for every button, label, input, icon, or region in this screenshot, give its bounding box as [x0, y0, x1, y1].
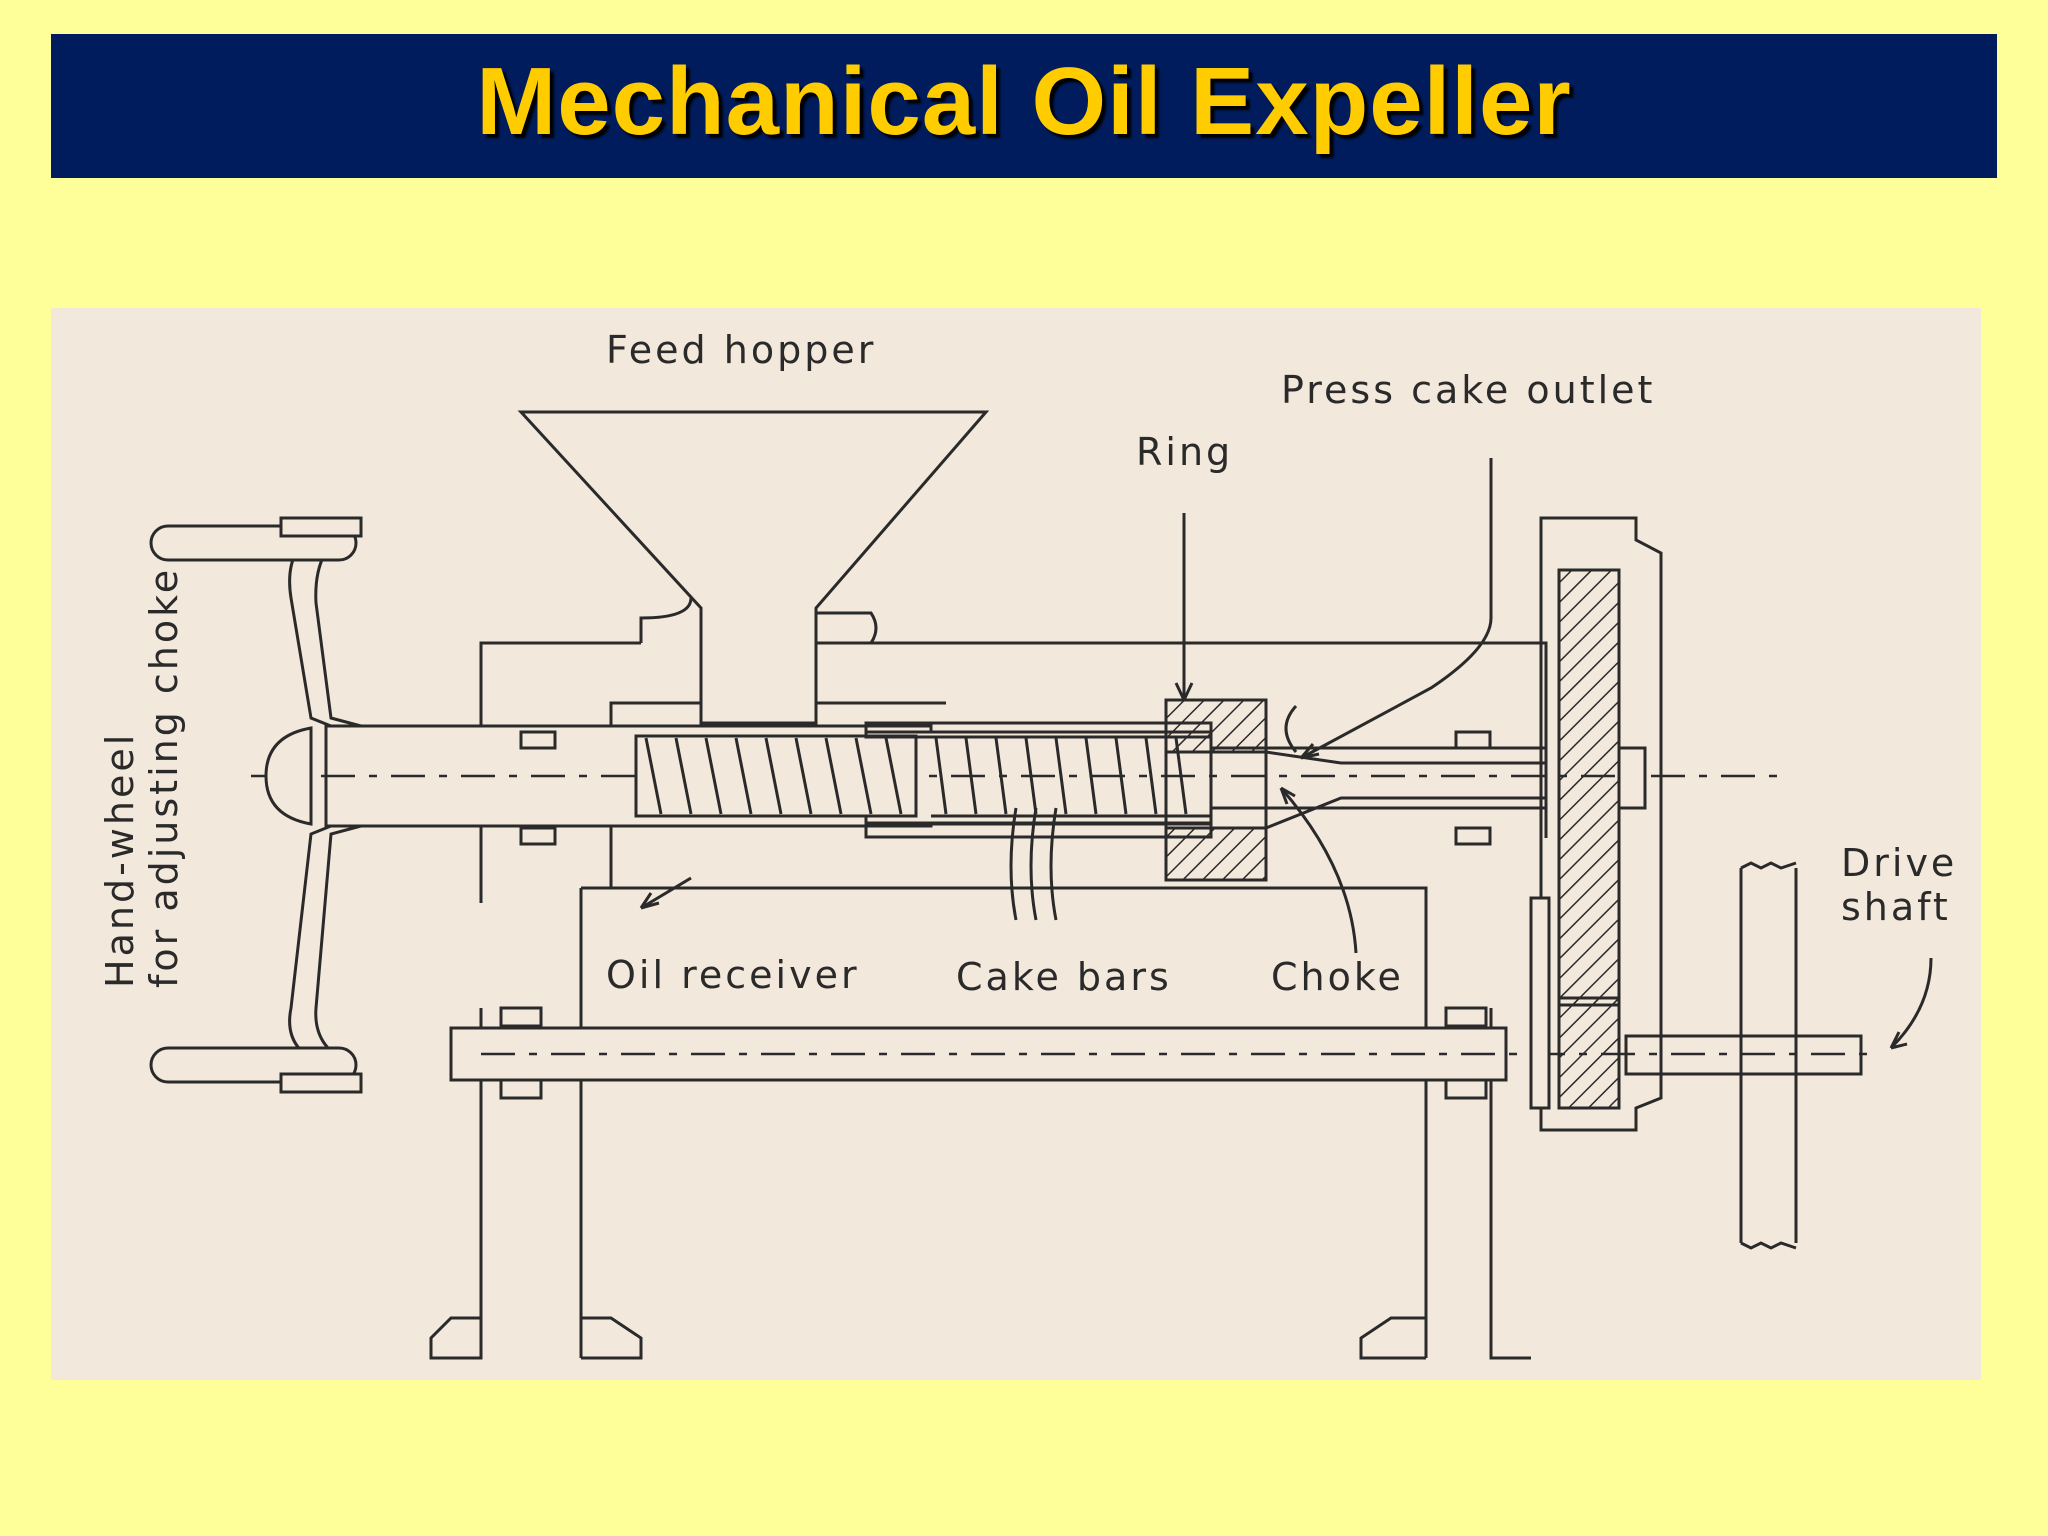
- bearing-blocks: [499, 730, 1492, 1100]
- label-hand-wheel: Hand-wheel: [98, 732, 142, 988]
- feed-hopper: [517, 410, 990, 725]
- diagram-panel: Feed hopper Press cake outlet Ring Oil r…: [51, 308, 1981, 1380]
- expeller-diagram: Feed hopper Press cake outlet Ring Oil r…: [98, 328, 1957, 1360]
- ring: [1164, 698, 1268, 882]
- page-title: Mechanical Oil Expeller: [476, 48, 1572, 155]
- choke: [1265, 704, 1546, 830]
- label-oil-receiver: Oil receiver: [606, 953, 860, 997]
- oil-receiver-box: [429, 886, 1531, 1360]
- label-press-cake-outlet: Press cake outlet: [1281, 368, 1655, 412]
- screw-worm: [634, 734, 1188, 818]
- label-shaft: shaft: [1841, 885, 1951, 929]
- label-hand-wheel-purpose: for adjusting choke: [142, 567, 186, 988]
- label-feed-hopper: Feed hopper: [606, 328, 876, 372]
- label-choke: Choke: [1271, 955, 1404, 999]
- label-cake-bars: Cake bars: [956, 955, 1172, 999]
- lower-shaft: [449, 1026, 1881, 1082]
- drive-gear: [1529, 516, 1663, 1132]
- label-ring: Ring: [1136, 430, 1233, 474]
- pulley: [1739, 861, 1798, 1250]
- label-drive: Drive: [1841, 841, 1957, 885]
- leader-lines: [639, 458, 1933, 1050]
- title-bar: Mechanical Oil Expeller: [51, 34, 1997, 178]
- hand-wheel: [149, 516, 363, 1094]
